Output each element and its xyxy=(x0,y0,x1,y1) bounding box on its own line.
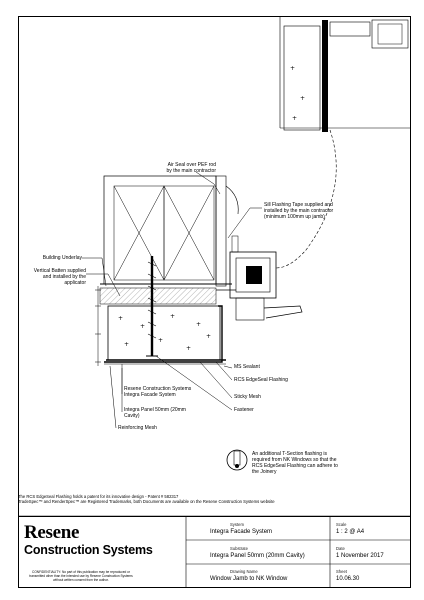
sash-swing-arc xyxy=(275,129,337,269)
svg-text:+: + xyxy=(186,345,191,352)
framing-section xyxy=(103,175,227,287)
scale-label: Scale xyxy=(336,522,347,527)
leader-lines xyxy=(82,171,262,429)
patent-note: The RCS EdgeSeal Flashing holds a patent… xyxy=(18,494,179,499)
svg-text:+: + xyxy=(300,95,305,102)
svg-text:+: + xyxy=(206,333,211,340)
sheet-label: Sheet xyxy=(336,569,347,574)
substrate-label: Substrate xyxy=(230,546,248,551)
svg-text:+: + xyxy=(290,65,295,72)
label-vertical-batten: Vertical Batten supplied and installed b… xyxy=(33,268,86,286)
label-reinforcing-mesh: Reinforcing Mesh xyxy=(118,425,157,431)
window-frame-inset: + + + xyxy=(279,17,410,132)
svg-text:+: + xyxy=(118,315,123,322)
date-value: 1 November 2017 xyxy=(336,553,384,559)
logo-word: Resene xyxy=(24,522,80,543)
label-ms-sealant: MS Sealant xyxy=(234,364,260,370)
integra-panel: + + + + + + + + xyxy=(104,305,226,365)
substrate-value: Integra Panel 50mm (20mm Cavity) xyxy=(210,553,305,559)
svg-text:+: + xyxy=(292,115,297,122)
drawing-sheet xyxy=(18,16,411,588)
drawing-name-label: Drawing Name xyxy=(230,569,258,574)
trademark-note: TradeSpec™ and RenderSpec™ are Registere… xyxy=(18,499,275,505)
date-label: Date xyxy=(336,546,345,551)
confidentiality-note: CONFIDENTIALITY: No part of this publica… xyxy=(29,570,133,582)
system-label: System xyxy=(230,522,244,527)
dimension-lines xyxy=(95,286,101,366)
label-sticky-mesh: Sticky Mesh xyxy=(234,394,261,400)
footer-notes: The RCS EdgeSeal Flashing holds a patent… xyxy=(18,494,408,504)
system-value: Integra Facade System xyxy=(210,529,273,535)
scale-value: 1 : 2 @ A4 xyxy=(336,529,365,535)
label-air-seal: Air Seal over PEF rod by the main contra… xyxy=(166,162,216,174)
svg-text:+: + xyxy=(124,341,129,348)
label-fastener: Fastener xyxy=(234,407,254,413)
label-rcs-system: Resene Construction Systems Integra Faca… xyxy=(124,386,192,398)
svg-text:+: + xyxy=(170,313,175,320)
sheet-value: 10.06.30 xyxy=(336,576,360,582)
label-integra-panel: Integra Panel 50mm (20mm Cavity) xyxy=(124,407,186,419)
logo-subtitle: Construction Systems xyxy=(24,543,153,557)
label-building-underlay: Building Underlay xyxy=(42,255,82,261)
svg-text:+: + xyxy=(140,323,145,330)
label-t-section-note: An additional T-Section flashing is requ… xyxy=(252,451,338,475)
underlay-batten xyxy=(99,283,232,305)
svg-text:+: + xyxy=(196,321,201,328)
resene-logo: Resene Construction Systems xyxy=(24,522,192,558)
edgeseal-flashing xyxy=(104,289,236,363)
svg-text:+: + xyxy=(158,337,163,344)
label-edgeseal-flashing: RCS EdgeSeal Flashing xyxy=(234,377,288,383)
label-sill-flashing: Sill Flashing Tape supplied and installe… xyxy=(264,202,334,220)
title-block: Resene Construction Systems CONFIDENTIAL… xyxy=(18,516,411,588)
window-sill-extrusion xyxy=(225,185,303,321)
t-section-symbol xyxy=(226,449,248,471)
drawing-name-value: Window Jamb to NK Window xyxy=(210,576,288,582)
